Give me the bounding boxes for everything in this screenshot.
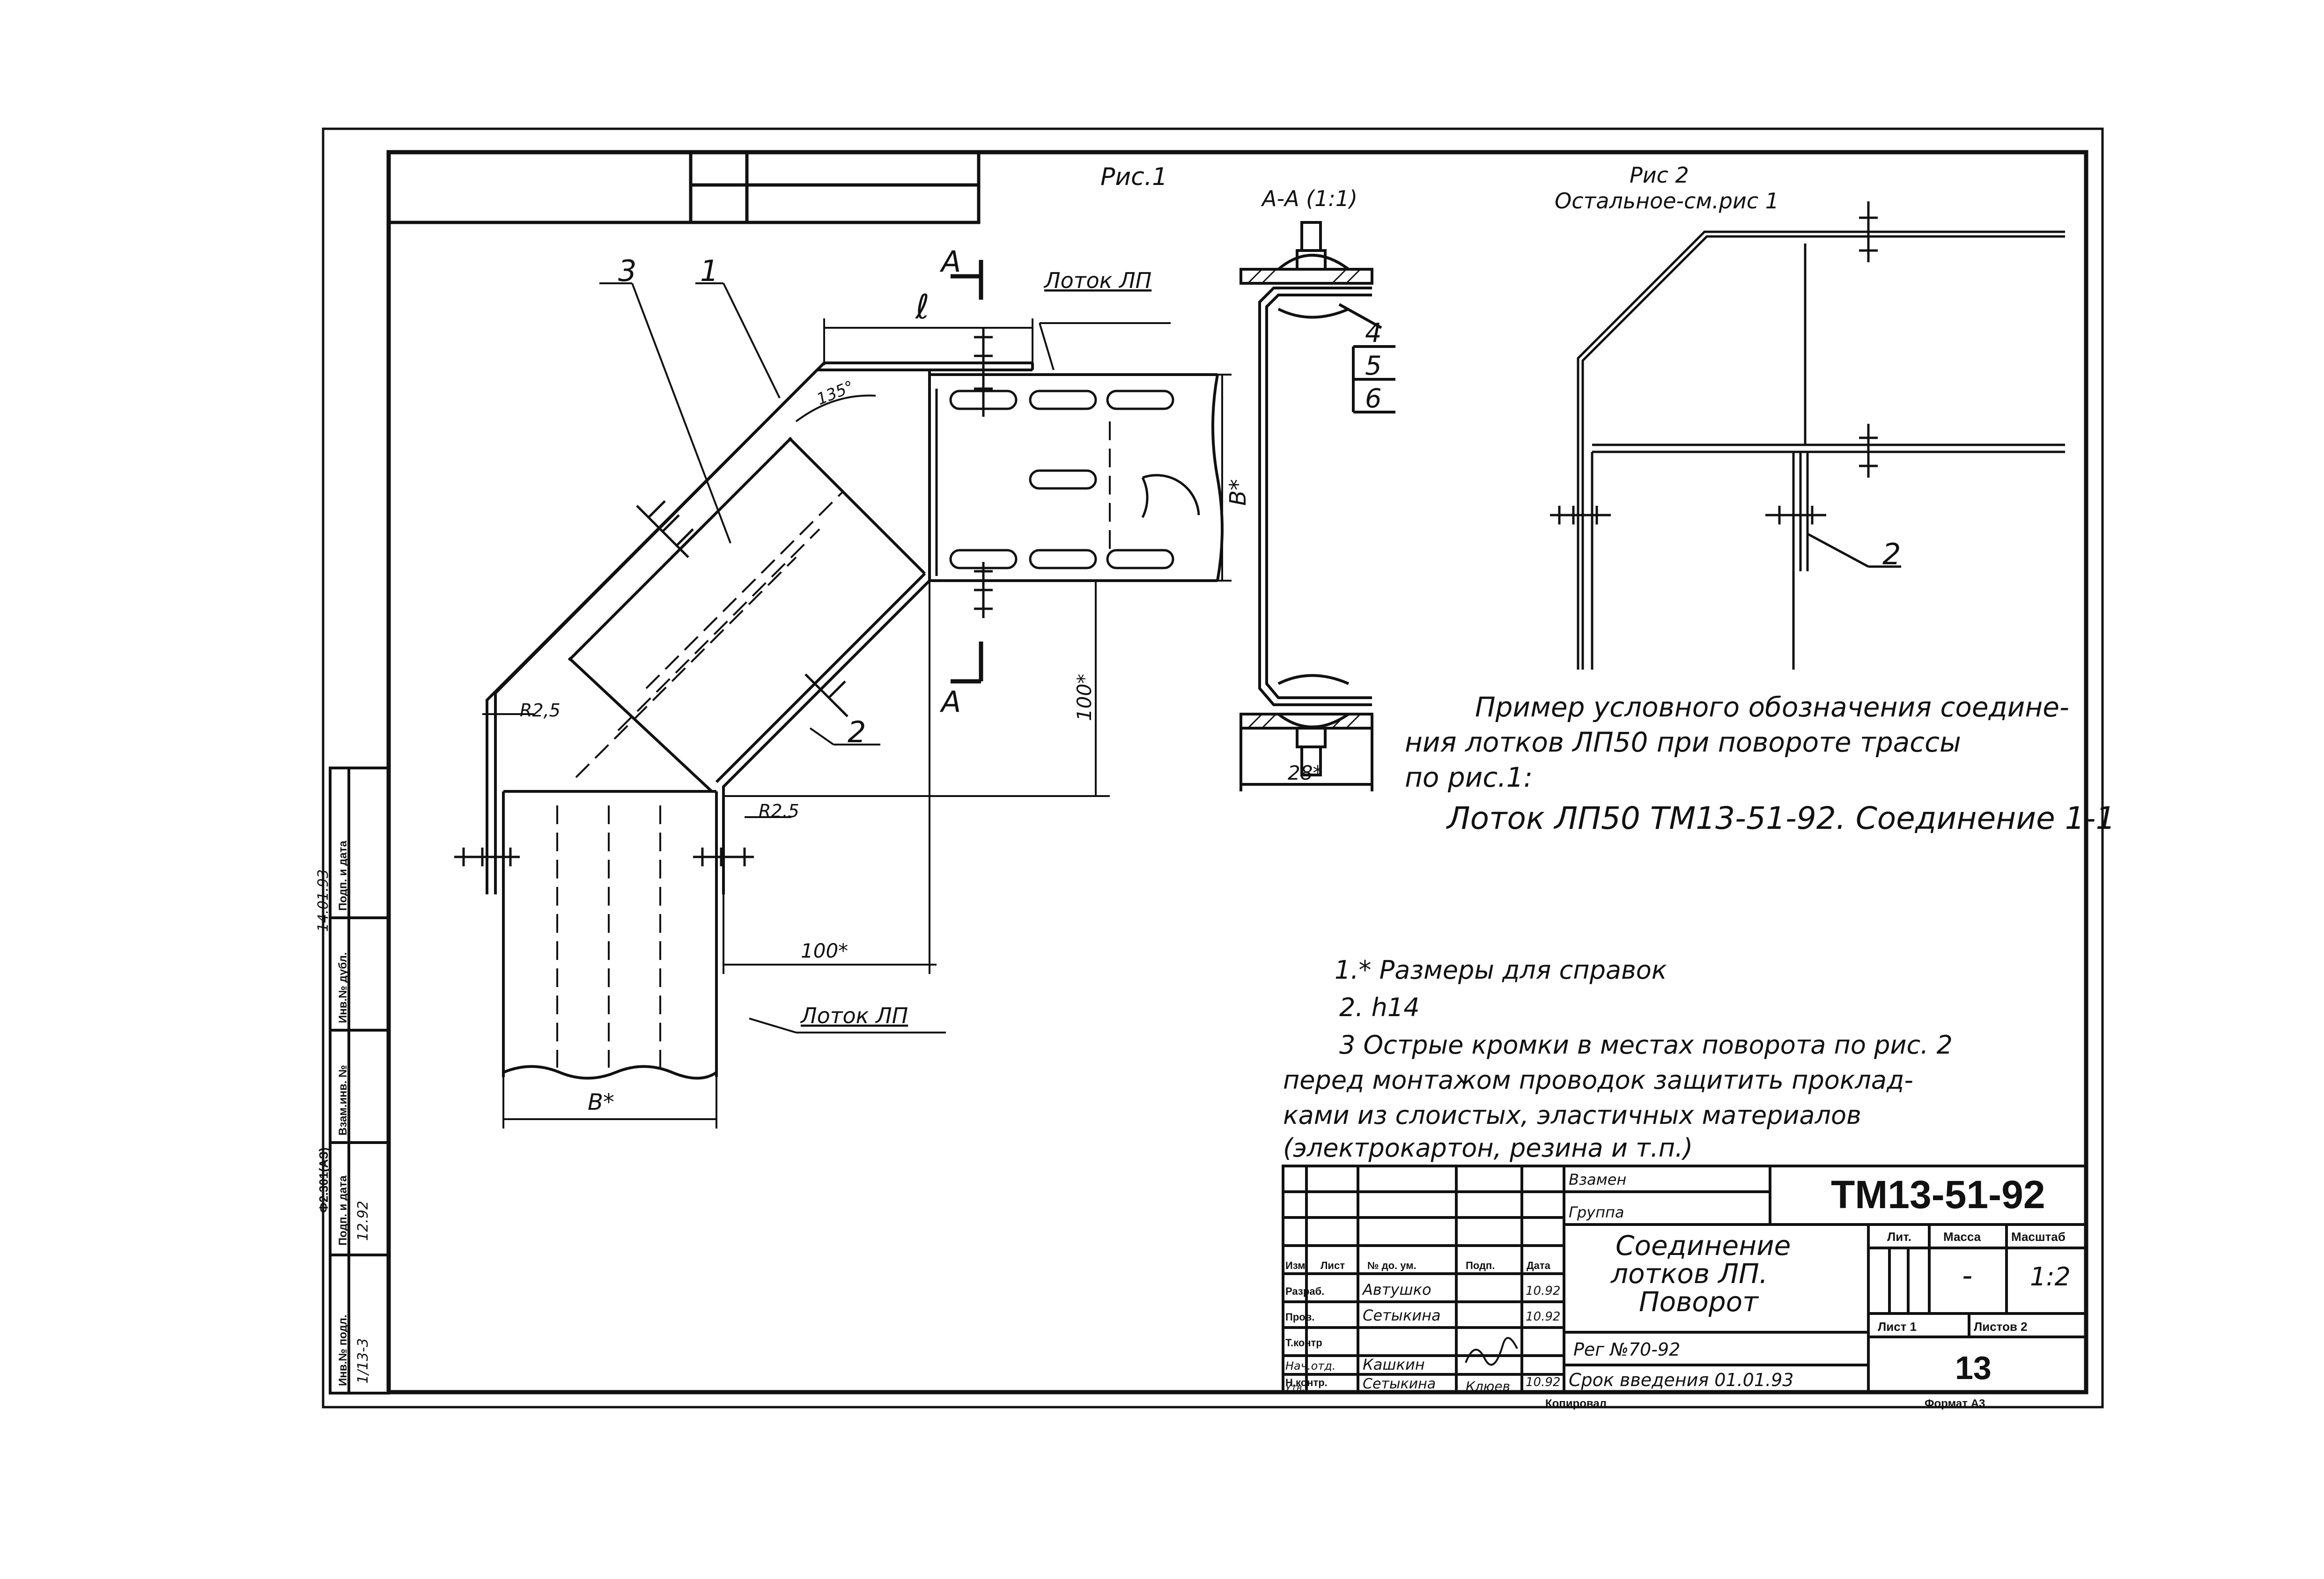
tb-gruppa: Группа (1569, 1203, 1624, 1221)
tb-doc-number: ТМ13-51-92 (1831, 1173, 2045, 1217)
side-stamp (329, 767, 390, 1395)
tb-kopiroval: Копировал (1545, 1397, 1607, 1410)
fig1-slots (935, 389, 1200, 576)
tb-vzamen: Взамен (1569, 1171, 1626, 1188)
note-3-line-1: 3 Острые кромки в местах поворота по рис… (1339, 1030, 1953, 1060)
fig1-radius-outer: R2,5 (520, 700, 561, 721)
fig1-dim-b-bottom: В* (588, 1089, 614, 1115)
side-inv-dubl: Инв.№ дубл. (337, 952, 349, 1023)
tb-name-prov: Сетыкина (1363, 1306, 1441, 1324)
fig1-dimensions (482, 318, 1232, 1129)
section-title: А-А (1:1) (1261, 186, 1358, 211)
tb-row-razrab: Разраб. (1285, 1285, 1324, 1297)
fig1-dim-b-right: В* (1225, 479, 1251, 506)
tb-col-podp: Подп. (1466, 1260, 1495, 1271)
side-sign-value: 14.01.93 (315, 869, 332, 932)
fig2-title: Рис 2 (1630, 162, 1689, 188)
note-3-line-3: ками из слоистых, эластичных материалов (1283, 1100, 1861, 1130)
example-designation: Лоток ЛП50 ТМ13-51-92. Соединение 1-1 (1446, 800, 2115, 836)
tb-srok: Срок введения 01.01.93 (1569, 1370, 1793, 1390)
tb-name-nachotd: Кашкин (1363, 1356, 1425, 1373)
tb-col-list: Лист (1321, 1260, 1345, 1271)
fig1-dim-l: ℓ (915, 287, 930, 326)
tb-date-nkontr: 10.92 (1526, 1375, 1560, 1389)
fig1-pos-3: 3 (618, 254, 636, 288)
example-line-2: ния лотков ЛП50 при повороте трассы (1405, 726, 1961, 758)
tb-row-prov: Пров. (1285, 1311, 1314, 1323)
example-line-3: по рис.1: (1405, 761, 1533, 793)
section-pos-6: 6 (1365, 384, 1382, 414)
tb-name-utv: Клюев (1466, 1379, 1510, 1394)
tb-format: Формат А3 (1925, 1397, 1985, 1410)
example-line-1: Пример условного обозначения соедине- (1475, 691, 2069, 723)
fig1-dashed-lines (556, 421, 1111, 1068)
tb-listov: Листов 2 (1974, 1320, 2028, 1334)
fig1-dim-100-horizontal: 100* (801, 939, 848, 962)
tb-doc-title-1: Соединение (1616, 1230, 1791, 1262)
tb-row-utv: Утв. (1285, 1382, 1305, 1393)
tb-col-doc: № до. ум. (1367, 1260, 1417, 1271)
side-podp-data: Подп. и дата (337, 1175, 349, 1246)
tb-row-nachotd: Нач.отд. (1285, 1359, 1335, 1372)
fig1-lotok-top: Лоток ЛП (1043, 268, 1151, 293)
tb-row-tkontr: Т.контр (1285, 1337, 1322, 1349)
fig1-tray-outline (486, 362, 1224, 1080)
section-pos-4: 4 (1365, 318, 1382, 348)
outer-frame (322, 127, 2104, 1409)
section-pos-5: 5 (1365, 351, 1382, 381)
tb-list: Лист 1 (1878, 1320, 1917, 1334)
fig1-dim-100-vertical: 100* (1073, 674, 1096, 721)
section-hatching (1247, 268, 1361, 729)
side-vzam-inv: Взам.инв. № (337, 1065, 349, 1136)
note-2: 2. h14 (1339, 993, 1420, 1022)
tb-massa-value: - (1962, 1258, 1972, 1292)
title-block-grid (1282, 1165, 2088, 1394)
tb-reg: Рег №70-92 (1573, 1339, 1680, 1360)
tb-date-prov: 10.92 (1526, 1310, 1560, 1324)
side-stamp-labels: Инв.№ подл. Подп. и дата Взам.инв. № Инв… (315, 841, 371, 1386)
side-inv-podl: Инв.№ подл. (337, 1314, 349, 1386)
tb-doc-title-3: Поворот (1639, 1286, 1759, 1318)
tb-col-data: Дата (1527, 1260, 1551, 1271)
side-date-value: 12.92 (355, 1201, 371, 1241)
tb-date-razrab: 10.92 (1526, 1284, 1560, 1298)
fig1-title: Рис.1 (1100, 163, 1167, 191)
fig1-angle: 135° (814, 377, 856, 409)
side-form: Ф2.301(АЗ) (317, 1147, 331, 1213)
section-profile (1239, 221, 1395, 791)
section-dim-28: 28* (1288, 761, 1322, 784)
note-1: 1.* Размеры для справок (1335, 955, 1667, 985)
tb-name-nkontr: Сетыкина (1363, 1376, 1436, 1392)
fig1-pos-1: 1 (700, 254, 718, 288)
tb-massa: Масса (1943, 1230, 1981, 1244)
fig1-pos-2: 2 (848, 715, 866, 749)
side-podp-data-2: Подп. и дата (337, 841, 349, 911)
fig1-bolts (454, 328, 993, 866)
tb-lit: Лит. (1887, 1230, 1911, 1244)
fig1-leaders (599, 282, 880, 745)
top-left-stamp (387, 150, 981, 224)
fig2-pos-2: 2 (1882, 537, 1901, 571)
tb-col-izm: Изм (1285, 1260, 1305, 1271)
tb-name-razrab: Автушко (1362, 1281, 1431, 1299)
fig1-cut-a-top: А (939, 244, 961, 279)
side-inv-value: 1/13-3 (355, 1338, 371, 1384)
tb-doc-title-2: лотков ЛП. (1610, 1258, 1768, 1290)
note-3-line-4: (электрокартон, резина и т.п.) (1283, 1133, 1693, 1163)
fig2-subtitle: Остальное-см.рис 1 (1555, 188, 1779, 214)
fig1-cut-a-bottom: А (939, 685, 961, 719)
tb-sheet-number: 13 (1955, 1350, 1992, 1386)
fig1-radius-inner: R2.5 (759, 801, 799, 821)
fig2-profile (1550, 201, 2065, 670)
tb-signature-nachotd (1465, 1337, 1518, 1366)
tb-scale-value: 1:2 (2030, 1262, 2071, 1291)
fig1-cut-markers (951, 260, 983, 684)
tb-masshtab: Масштаб (2011, 1230, 2066, 1244)
note-3-line-2: перед монтажом проводок защитить проклад… (1283, 1065, 1913, 1095)
fig1-lotok-bottom: Лоток ЛП (800, 1003, 908, 1028)
tb-row-nkontr: Н.контр. (1285, 1377, 1328, 1388)
